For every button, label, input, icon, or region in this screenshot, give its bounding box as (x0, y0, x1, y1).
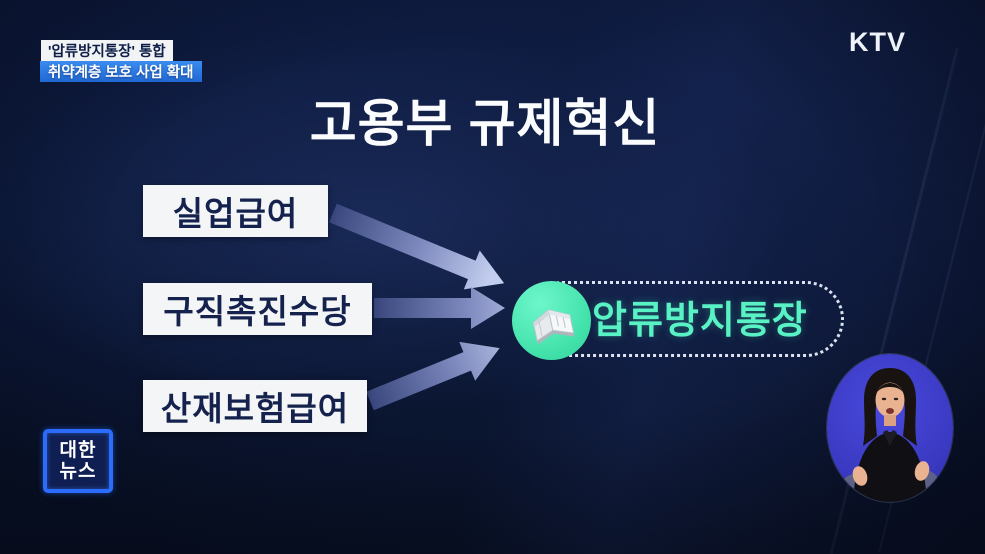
target-icon-circle (512, 281, 591, 360)
arrow-top (329, 203, 505, 290)
channel-logo: KTV (849, 27, 906, 57)
caption-text: 취약계층 보호 사업 확대 (48, 65, 194, 81)
target-label-text: 압류방지통장 (592, 300, 808, 342)
sign-language-interpreter (827, 354, 953, 502)
passbook-icon (532, 308, 574, 344)
source-box-industrial-accident-benefit: 산재보험급여 (143, 380, 367, 432)
caption-banner-top: '압류방지통장' 통합 (41, 40, 173, 61)
arrow-middle (374, 287, 505, 329)
interpreter-figure (839, 368, 941, 502)
news-program-logo: 대한 뉴스 (43, 429, 113, 493)
caption-banner-bottom: 취약계층 보호 사업 확대 (40, 61, 202, 82)
source-box-label: 구직촉진수당 (163, 293, 352, 330)
diagram-title: 고용부 규제혁신 (309, 95, 661, 152)
news-logo-line1: 대한 (59, 439, 97, 461)
arrow-bottom (366, 341, 500, 411)
target-label: 압류방지통장 (592, 281, 808, 352)
source-box-label: 산재보험급여 (160, 390, 350, 427)
source-box-jobseeker-allowance: 구직촉진수당 (143, 283, 372, 335)
news-logo-line2: 뉴스 (59, 461, 97, 482)
caption-text: '압류방지통장' 통합 (48, 44, 166, 60)
source-box-unemployment-benefit: 실업급여 (143, 185, 328, 237)
source-box-label: 실업급여 (172, 195, 299, 232)
